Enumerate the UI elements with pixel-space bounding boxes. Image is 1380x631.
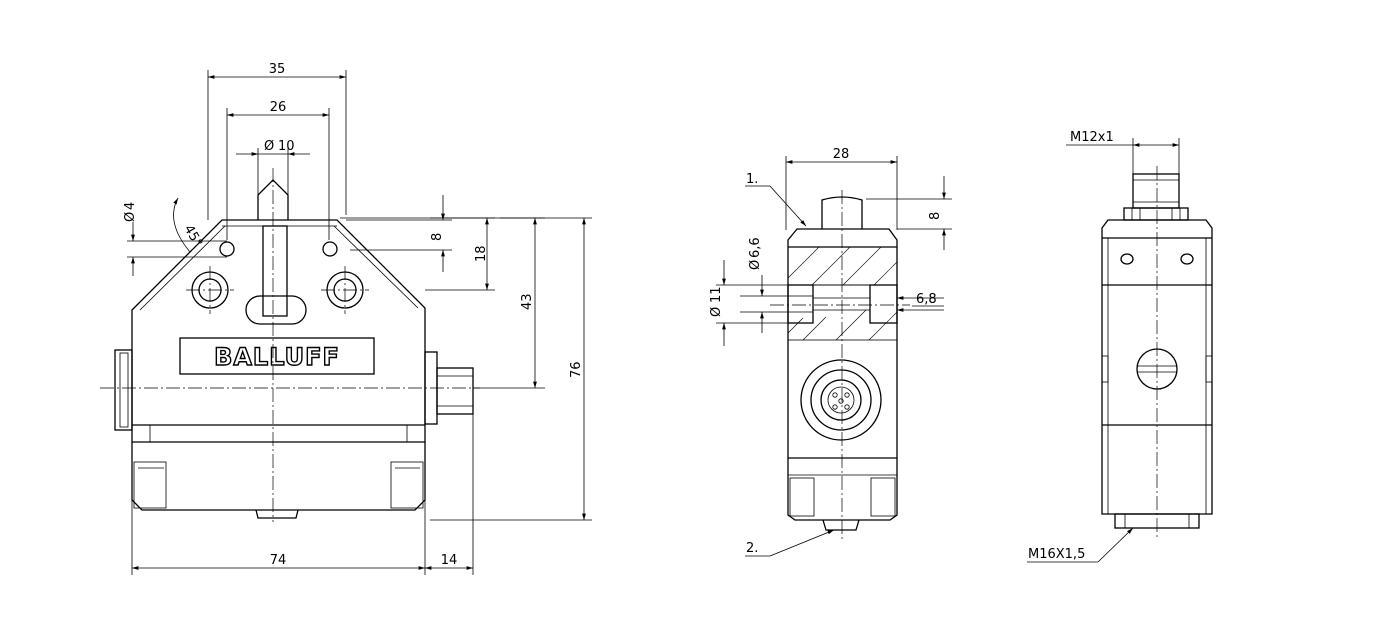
dim-dia10-prefix: Ø xyxy=(264,139,274,154)
balluff-logo-box xyxy=(179,337,375,375)
dim-m12x1: M12x1 xyxy=(1070,130,1114,145)
brand-logo: BALLUFF xyxy=(214,343,340,371)
dim-14: 14 xyxy=(441,553,458,568)
dim-dia10: 10 xyxy=(278,139,295,154)
dim-m16x1-5: M16X1,5 xyxy=(1028,547,1085,562)
dim-8-front: 8 xyxy=(430,233,445,241)
dim-76: 76 xyxy=(569,361,584,378)
dim-dia6-6: 6,6 xyxy=(748,237,763,258)
dim-dia11-prefix: Ø xyxy=(709,307,724,317)
front-oval-slot xyxy=(245,295,307,325)
dim-8-side: 8 xyxy=(928,212,943,220)
dim-26: 26 xyxy=(270,100,287,115)
dim-18: 18 xyxy=(474,245,489,262)
top-connector-m12 xyxy=(1132,173,1180,209)
hatched-section xyxy=(787,246,898,341)
dim-43: 43 xyxy=(520,293,535,310)
front-view: BALLUFF 35 26 Ø 10 xyxy=(100,62,592,575)
dim-dia4-prefix: Ø xyxy=(123,212,138,222)
callout-1: 1. xyxy=(746,172,758,187)
dim-dia11: 11 xyxy=(709,286,724,303)
side-view: 28 8 Ø 6,6 Ø 11 6,8 1. 2. xyxy=(709,147,952,557)
back-view: M12x1 M16X1,5 xyxy=(1027,130,1213,563)
side-connector-outer xyxy=(800,359,882,441)
dim-dia4: 4 xyxy=(123,202,138,210)
dim-6-8: 6,8 xyxy=(916,292,937,307)
dim-74: 74 xyxy=(270,553,287,568)
dim-dia6-6-prefix: Ø xyxy=(748,260,763,270)
back-body-outline xyxy=(1101,219,1213,515)
callout-2: 2. xyxy=(746,541,758,556)
dim-35: 35 xyxy=(269,62,286,77)
side-body-outline xyxy=(787,228,898,459)
front-body-outline xyxy=(131,219,426,443)
dim-45deg: 45° xyxy=(181,223,206,250)
dim-28: 28 xyxy=(833,147,850,162)
